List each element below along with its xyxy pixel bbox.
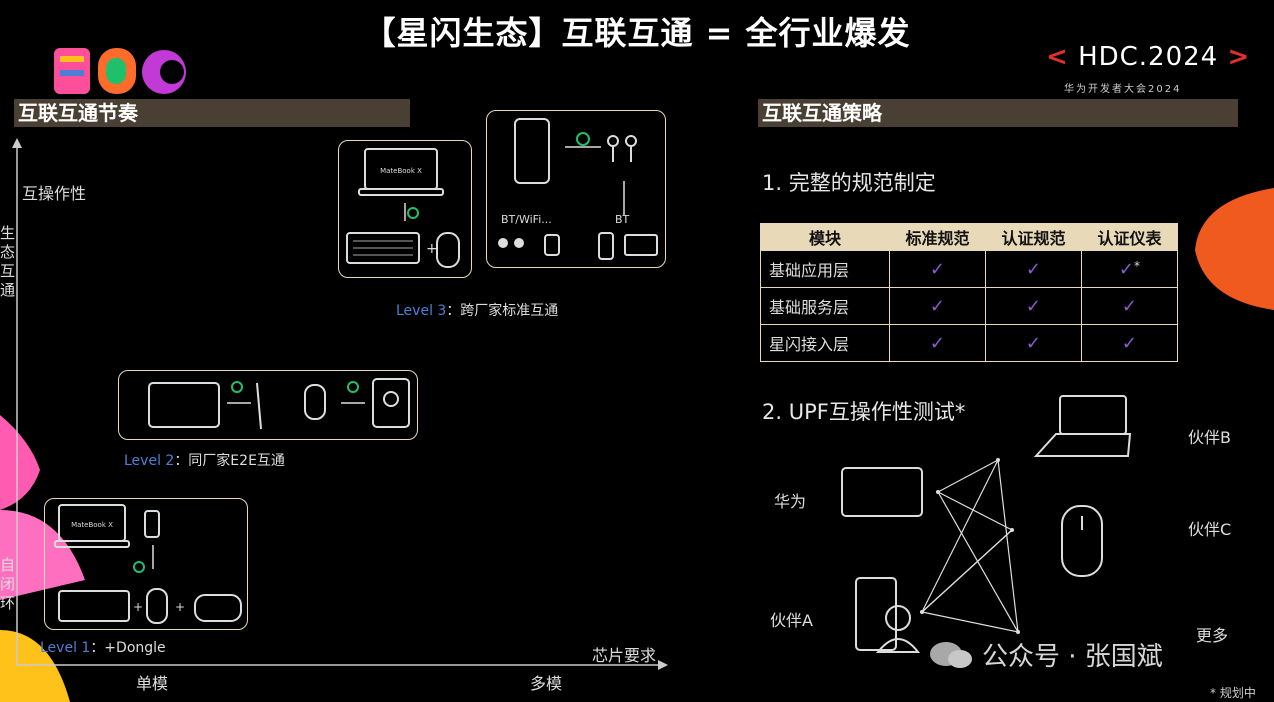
- col-standard: 标准规范: [888, 223, 986, 251]
- phone-person-icon: [855, 577, 921, 653]
- left-section-title: 互联互通节奏: [14, 99, 410, 127]
- page-title: 【星闪生态】互联互通 = 全行业爆发: [363, 14, 911, 52]
- level3-card-mobile: BT/WiFi... BT: [486, 110, 666, 268]
- wechat-icon: [930, 641, 972, 668]
- check-icon: ✓: [929, 332, 945, 354]
- check-icon: ✓: [1025, 332, 1041, 354]
- partner-huawei: 华为: [774, 492, 807, 511]
- check-icon: ✓: [1025, 295, 1041, 317]
- svg-text:+: +: [175, 600, 185, 614]
- tablet-pen-mouse-pad-icon: [148, 378, 410, 430]
- check-icon: ✓: [1121, 295, 1138, 317]
- phone-earbuds-icon: BT/WiFi... BT: [498, 118, 658, 260]
- laptop-dongle-gamepad-icon: MateBook X + +: [54, 504, 242, 624]
- rhythm-axes: [12, 138, 668, 670]
- svg-text:MateBook X: MateBook X: [71, 521, 113, 529]
- right-section-title: 互联互通策略: [758, 99, 1238, 127]
- table-row: 基础服务层 ✓ ✓ ✓: [760, 287, 1179, 325]
- check-icon: ✓: [929, 258, 945, 280]
- col-cert-meter: 认证仪表: [1080, 223, 1179, 251]
- partner-c: 伙伴C: [1188, 520, 1232, 539]
- check-icon: ✓: [1121, 332, 1138, 354]
- watermark: 公众号 · 张国斌: [928, 636, 1163, 673]
- tablet-icon: [841, 467, 923, 517]
- spec-table: 模块 标准规范 认证规范 认证仪表 基础应用层 ✓ ✓ ✓* 基础服务层 ✓ ✓…: [760, 223, 1179, 362]
- svg-text:+: +: [426, 241, 438, 257]
- mouse-icon: [1061, 505, 1103, 577]
- laptop-keyboard-mouse-icon: MateBook X +: [346, 148, 460, 268]
- y-axis-label: 互操作性: [22, 184, 87, 203]
- level3-label: Level 3：跨厂家标准互通: [396, 303, 559, 319]
- level1-label: Level 1：+Dongle: [40, 640, 166, 656]
- check-icon: ✓: [1025, 258, 1041, 280]
- hdc-brand: < HDC.2024 >: [1046, 42, 1251, 72]
- col-module: 模块: [760, 223, 890, 251]
- col-cert-spec: 认证规范: [984, 223, 1082, 251]
- svg-text:BT/WiFi...: BT/WiFi...: [501, 213, 552, 226]
- check-icon: ✓: [1118, 258, 1135, 280]
- table-row: 基础应用层 ✓ ✓ ✓*: [760, 250, 1179, 288]
- level1-card: MateBook X + +: [44, 498, 248, 630]
- svg-text:BT: BT: [615, 213, 630, 226]
- table-row: 星闪接入层 ✓ ✓ ✓: [760, 324, 1179, 362]
- level2-label: Level 2：同厂家E2E互通: [124, 453, 285, 469]
- footnote: * 规划中: [1210, 686, 1256, 700]
- svg-text:MateBook X: MateBook X: [380, 167, 422, 175]
- svg-text:+: +: [133, 600, 143, 614]
- laptop-icon: [1033, 395, 1132, 457]
- upf-diagram: [841, 395, 1132, 653]
- level3-card-pc: MateBook X +: [338, 140, 472, 278]
- hdc-logo-icon: [54, 48, 186, 94]
- heading-upf: 2. UPF互操作性测试*: [762, 400, 966, 424]
- partner-b: 伙伴B: [1188, 428, 1231, 447]
- connection-lines: [920, 458, 1019, 633]
- x-tick-left: 单模: [136, 674, 169, 693]
- partner-a: 伙伴A: [770, 611, 813, 630]
- heading-spec: 1. 完整的规范制定: [762, 171, 936, 195]
- partner-more: 更多: [1196, 626, 1229, 645]
- x-tick-right: 多模: [530, 674, 563, 693]
- star-note: *: [1134, 258, 1141, 273]
- hdc-brand-sub: 华为开发者大会2024: [1064, 84, 1182, 95]
- x-axis-label: 芯片要求: [592, 646, 657, 665]
- y-side-label-bottom: 自闭环: [0, 556, 16, 612]
- check-icon: ✓: [929, 295, 945, 317]
- hdc-color-logo: [54, 48, 186, 96]
- y-side-label-top: 生态互通: [0, 224, 16, 299]
- level2-card: [118, 370, 418, 440]
